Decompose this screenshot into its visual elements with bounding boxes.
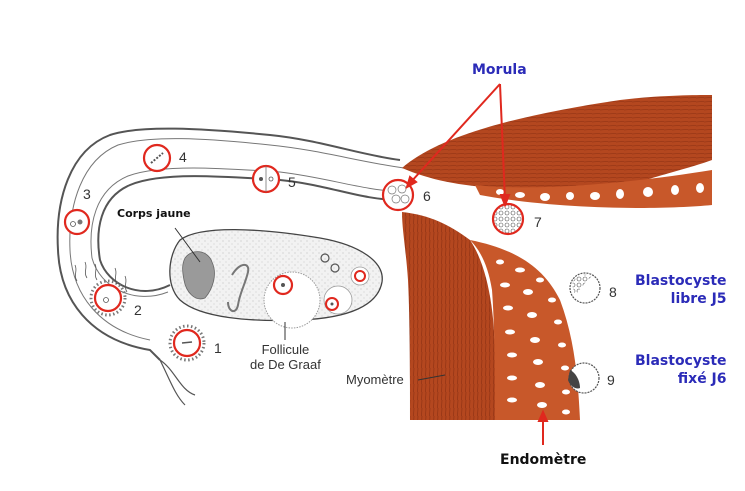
stage-number-7: 7 (534, 214, 542, 230)
ovary (169, 229, 383, 329)
stage-number-2: 2 (134, 302, 142, 318)
endometrium-lower (470, 240, 580, 420)
endometrium-upper-glands (496, 183, 704, 201)
corps-jaune-label: Corps jaune (117, 207, 191, 220)
follicule-label-line2: de De Graaf (250, 357, 321, 372)
stage-1-oocyte (168, 324, 206, 362)
blastocyste-fixe-line2: fixé J6 (677, 371, 727, 387)
endometre-label: Endomètre (500, 452, 587, 468)
stage-number-1: 1 (214, 340, 222, 356)
stage-number-5: 5 (288, 174, 296, 190)
stage-8-blastocyst-free (569, 272, 601, 304)
blastocyste-libre-label: Blastocyste libre J5 (635, 272, 727, 308)
stage-number-9: 9 (607, 372, 615, 388)
follicule-label-line1: Follicule (261, 342, 310, 357)
stage-number-6: 6 (423, 188, 431, 204)
stage-number-3: 3 (83, 186, 91, 202)
morula-arrows (405, 83, 549, 445)
endometrium-lower-glands (496, 259, 570, 415)
stage-9-blastocyst-attached (568, 362, 600, 394)
stage-5-two-cells (251, 164, 281, 194)
morula-arrow-6 (409, 83, 501, 184)
fallopian-tube (56, 127, 405, 406)
graaf-follicle (263, 271, 321, 329)
stage-6-morula (381, 178, 415, 212)
uterine-wall-upper (402, 95, 712, 189)
morula-label: Morula (472, 62, 527, 78)
follicule-label: Follicule de De Graaf (250, 342, 321, 372)
arrowhead-7 (499, 194, 511, 208)
corps-jaune-pointer (174, 227, 201, 263)
blastocyste-libre-line2: libre J5 (670, 291, 727, 307)
stage-number-4: 4 (179, 149, 187, 165)
stage-2-fertilization (74, 261, 128, 317)
stage-4-first-division (142, 143, 172, 173)
myometre-pointer (417, 374, 446, 381)
blastocyste-fixe-label: Blastocyste fixé J6 (635, 352, 727, 388)
stage-7-morula (491, 202, 525, 236)
myometre-wall (402, 212, 495, 420)
morula-arrow-7 (499, 83, 506, 201)
blastocyste-libre-line1: Blastocyste (635, 273, 727, 289)
arrowhead-endometre (537, 409, 549, 422)
arrowhead-6 (405, 175, 418, 190)
corps-jaune-shape (182, 251, 215, 300)
blastocyste-fixe-line1: Blastocyste (635, 353, 727, 369)
myometre-label: Myomètre (346, 372, 404, 387)
stage-3-zygote (63, 208, 91, 236)
stage-number-8: 8 (609, 284, 617, 300)
endometrium-upper (475, 170, 712, 208)
